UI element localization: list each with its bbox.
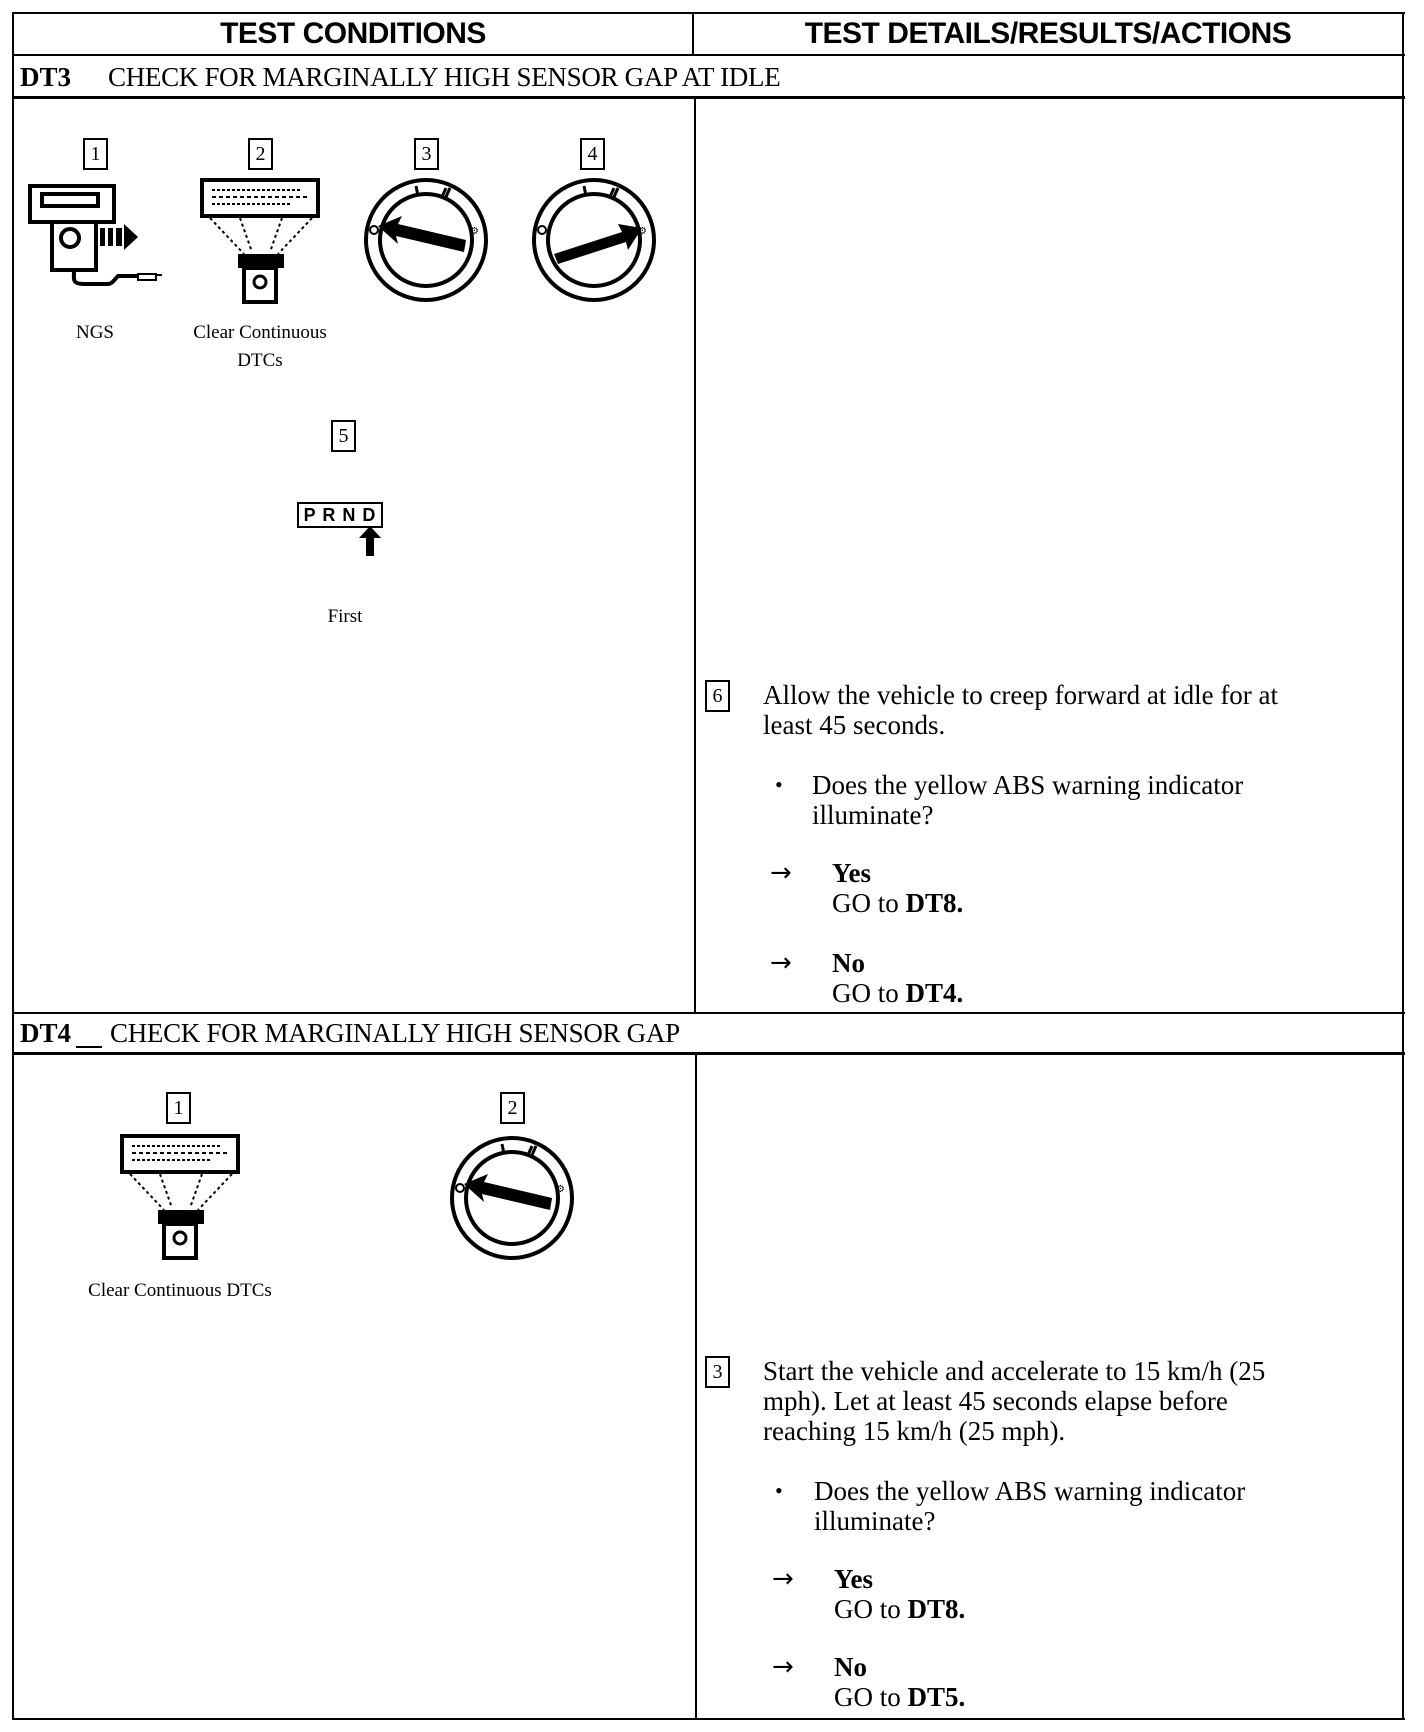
dt3-step-2-caption-line2: DTCs	[237, 350, 283, 371]
header-column-divider	[692, 12, 694, 56]
dt4-no-go: GO to DT5.	[834, 1682, 965, 1712]
dt4-top-divider	[12, 1012, 1405, 1014]
dt3-yes-go-text: GO to	[832, 888, 906, 918]
dt3-no-arrow-icon: →	[770, 948, 792, 978]
dt3-column-divider	[694, 98, 696, 1014]
dt3-yes-go: GO to DT8.	[832, 888, 963, 918]
dt3-no-label: No	[832, 948, 865, 978]
clear-dtcs-icon	[200, 178, 320, 304]
dt3-section-title: CHECK FOR MARGINALLY HIGH SENSOR GAP AT …	[108, 62, 781, 92]
dt4-yes-go: GO to DT8.	[834, 1594, 965, 1624]
dt3-yes-target-link[interactable]: DT8.	[905, 888, 964, 918]
dt4-question-line1: Does the yellow ABS warning indicator	[814, 1476, 1246, 1506]
header-test-conditions: TEST CONDITIONS	[220, 17, 486, 50]
dt4-column-divider	[695, 1054, 697, 1720]
ngs-scan-tool-icon	[28, 184, 162, 286]
dt3-action-text-line1: Allow the vehicle to creep forward at id…	[763, 680, 1279, 710]
dt4-section-title: CHECK FOR MARGINALLY HIGH SENSOR GAP	[110, 1018, 680, 1048]
dt3-section-id: DT3	[20, 62, 72, 92]
dt4-question-bullet: •	[775, 1478, 783, 1503]
dt4-question-line2: illuminate?	[814, 1506, 936, 1536]
dt3-step-2-caption-line1: Clear Continuous	[193, 322, 327, 343]
svg-text:⚙: ⚙	[470, 226, 479, 237]
dt3-question-line2: illuminate?	[812, 800, 934, 830]
dt3-yes-label: Yes	[832, 858, 871, 888]
dt4-yes-target-link[interactable]: DT8.	[907, 1594, 966, 1624]
ignition-key-on-icon: ⚙	[532, 178, 656, 302]
dt4-step-1-number: 1	[166, 1092, 191, 1124]
dt4-yes-go-text: GO to	[834, 1594, 908, 1624]
dt4-no-target-link[interactable]: DT5.	[907, 1682, 966, 1712]
dt4-no-label: No	[834, 1652, 867, 1682]
dt3-step-4-number: 4	[580, 138, 605, 170]
clear-dtcs-icon	[120, 1134, 240, 1260]
dt3-action-text-line2: least 45 seconds.	[763, 710, 946, 740]
dt4-action-text-line3: reaching 15 km/h (25 mph).	[763, 1416, 1066, 1446]
dt3-step-5-number: 5	[331, 420, 356, 452]
dt3-no-go-text: GO to	[832, 978, 906, 1008]
header-test-details: TEST DETAILS/RESULTS/ACTIONS	[804, 17, 1292, 50]
dt3-title-divider	[12, 96, 1405, 99]
svg-text:⚙: ⚙	[638, 226, 647, 237]
dt3-question-bullet: •	[775, 772, 783, 797]
dt4-no-go-text: GO to	[834, 1682, 908, 1712]
dt4-yes-label: Yes	[834, 1564, 873, 1594]
dt3-yes-arrow-icon: →	[770, 858, 792, 888]
dt4-no-arrow-icon: →	[772, 1652, 794, 1682]
table-border-bottom	[12, 1718, 1405, 1720]
ignition-key-off-icon: ⚙	[450, 1136, 574, 1260]
dt4-step-2-number: 2	[500, 1092, 525, 1124]
dt3-step-2-number: 2	[248, 138, 273, 170]
dt3-step-5-caption: First	[327, 606, 363, 627]
dt3-no-target-link[interactable]: DT4.	[905, 978, 964, 1008]
dt3-step-1-number: 1	[83, 138, 108, 170]
dt4-yes-arrow-icon: →	[772, 1564, 794, 1594]
svg-text:⚙: ⚙	[556, 1184, 565, 1195]
table-border-left	[12, 12, 14, 1720]
table-border-right	[1402, 12, 1404, 1720]
dt3-step-6-number: 6	[705, 680, 730, 712]
gear-selector-letters: P R N D	[297, 502, 383, 528]
ignition-key-off-icon: ⚙	[364, 178, 488, 302]
dt4-step-3-number: 3	[705, 1356, 730, 1388]
dt4-id-underline	[76, 1046, 102, 1048]
dt3-step-1-caption: NGS	[75, 322, 114, 343]
dt3-question-line1: Does the yellow ABS warning indicator	[812, 770, 1244, 800]
dt4-action-text-line1: Start the vehicle and accelerate to 15 k…	[763, 1356, 1266, 1386]
dt3-step-3-number: 3	[414, 138, 439, 170]
dt4-section-id: DT4	[20, 1018, 72, 1048]
dt3-no-go: GO to DT4.	[832, 978, 963, 1008]
dt4-step-1-caption: Clear Continuous DTCs	[88, 1280, 272, 1301]
header-divider	[12, 54, 1405, 56]
gear-selector-icon: P R N D	[297, 502, 385, 558]
table-border-top	[12, 12, 1405, 14]
dt4-title-divider	[12, 1052, 1405, 1055]
dt4-action-text-line2: mph). Let at least 45 seconds elapse bef…	[763, 1386, 1228, 1416]
